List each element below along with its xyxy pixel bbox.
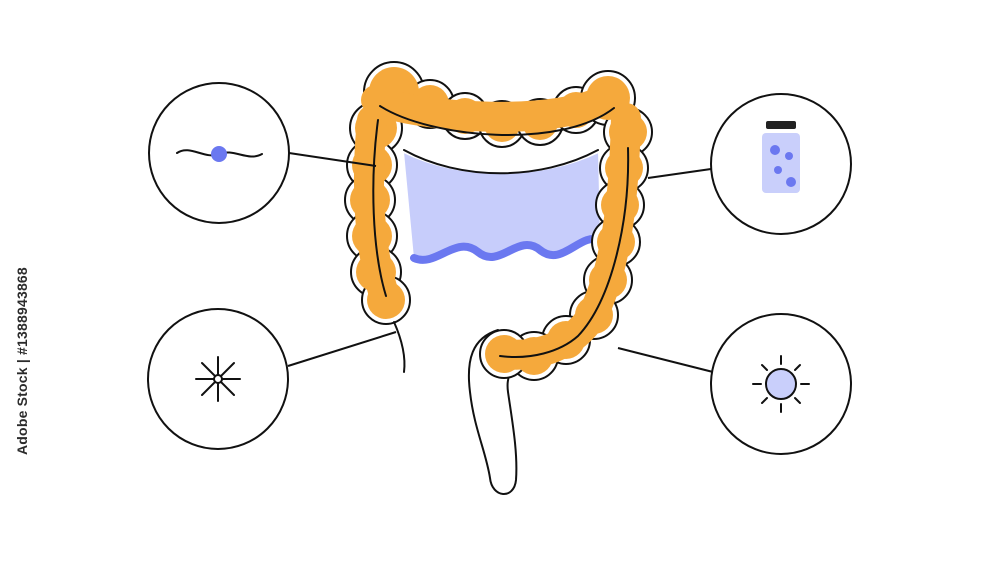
virus-callout	[710, 313, 852, 455]
pill-jar-callout	[710, 93, 852, 235]
lumen-edge	[401, 147, 601, 174]
star-burst-icon	[195, 356, 241, 402]
bacterium-icon	[176, 146, 263, 162]
connector-top-left	[288, 152, 377, 167]
appendix	[393, 321, 406, 373]
stock-image-id: Adobe Stock | #1388943868	[14, 267, 30, 455]
virus-icon	[752, 355, 810, 413]
connector-top-right	[647, 168, 712, 179]
taenia-transverse	[379, 105, 615, 136]
large-intestine	[344, 61, 653, 495]
connector-lines	[287, 152, 714, 373]
colon-lumen	[404, 150, 600, 260]
colon-wall	[350, 67, 647, 375]
connector-bottom-right	[617, 347, 714, 373]
pill-jar-icon	[762, 121, 800, 193]
bacterium-callout	[148, 82, 290, 224]
taenia-ascending	[372, 119, 387, 297]
lumen-wave	[410, 234, 604, 264]
taenia-descending	[499, 147, 630, 358]
connector-bottom-left	[287, 331, 397, 367]
starburst-callout	[147, 308, 289, 450]
